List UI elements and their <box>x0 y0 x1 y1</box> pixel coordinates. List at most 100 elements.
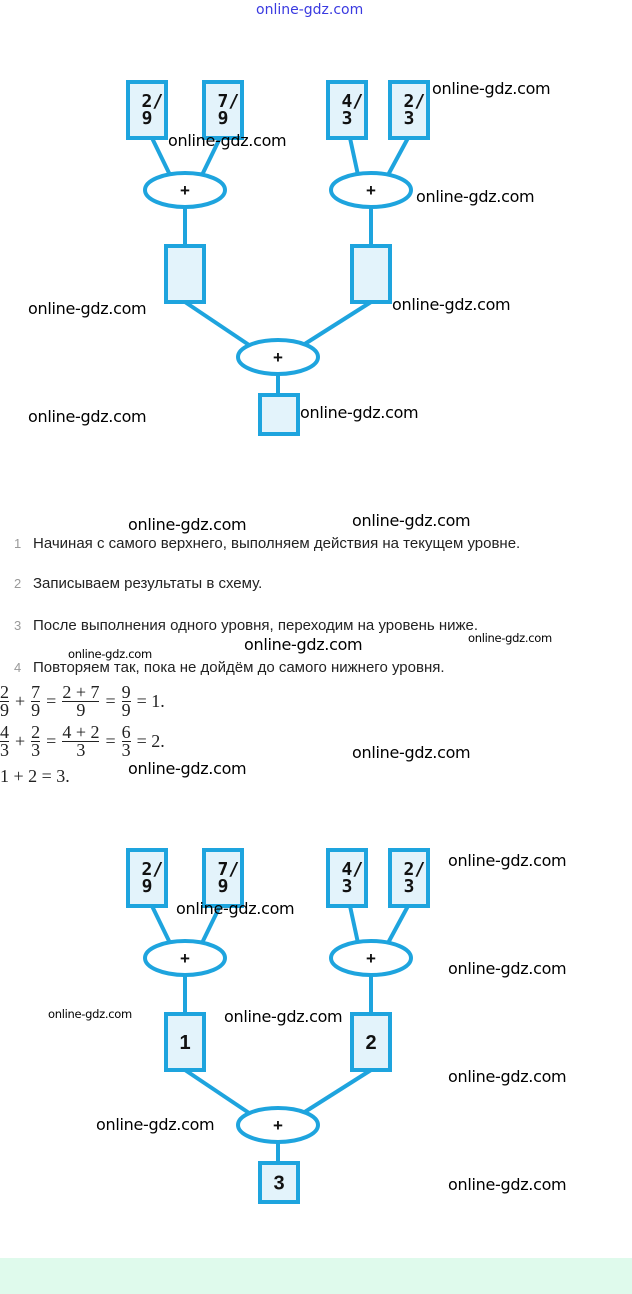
connector-line <box>298 1068 373 1117</box>
step-number: 2 <box>14 576 22 591</box>
input-fraction: 2/9 <box>128 82 166 138</box>
fraction-box <box>202 80 244 140</box>
fraction-value: 2/9 <box>141 859 164 897</box>
connector-line <box>348 137 360 176</box>
result-box <box>258 1161 300 1204</box>
fraction-value: 2/9 <box>141 91 164 129</box>
connector-line <box>150 137 172 176</box>
input-fraction: 2/9 <box>128 850 166 906</box>
connector-line <box>348 905 360 944</box>
fraction-box <box>388 80 430 140</box>
expression-tree-empty: + + + <box>126 80 430 436</box>
fraction-value: 4/3 <box>341 859 364 897</box>
step-1: 1 Начиная с самого верхнего, выполняем де… <box>14 535 520 552</box>
denominator: 3 <box>31 740 41 760</box>
result-value: 2 <box>365 1032 376 1054</box>
watermark: online-gdz.com <box>176 899 295 918</box>
denominator: 3 <box>0 740 9 760</box>
result-value: 3 <box>273 1173 284 1195</box>
site-link[interactable]: online-gdz.com <box>256 2 364 18</box>
fraction-box <box>326 80 368 140</box>
watermark: online-gdz.com <box>28 299 147 318</box>
result-box <box>350 1012 392 1072</box>
operator-oval <box>143 171 227 209</box>
numerator: 2 <box>31 722 41 742</box>
fraction-box <box>202 848 244 908</box>
fraction-value: 2/3 <box>403 91 426 129</box>
footer-band <box>0 1258 632 1294</box>
final-sum: 1 + 2 = 3. <box>0 766 70 786</box>
watermark: online-gdz.com <box>300 403 419 422</box>
operator-oval <box>329 939 413 977</box>
input-fraction: 2/3 <box>390 850 428 906</box>
watermark: online-gdz.com <box>448 851 567 870</box>
denominator: 9 <box>121 700 131 720</box>
watermark: online-gdz.com <box>352 743 471 762</box>
watermark: online-gdz.com <box>448 959 567 978</box>
input-fraction: 7/9 <box>204 82 242 138</box>
numerator: 2 + 7 <box>62 682 100 702</box>
watermark: online-gdz.com <box>468 631 552 645</box>
watermark: online-gdz.com <box>28 407 147 426</box>
operator-sign: + <box>273 1116 283 1135</box>
watermark: online-gdz.com <box>392 295 511 314</box>
step-number: 3 <box>14 618 22 633</box>
operator-sign: + <box>273 348 283 367</box>
connector-line <box>150 905 172 944</box>
watermark: online-gdz.com <box>224 1007 343 1026</box>
step-text: Начиная с самого верхнего, выполняем дей… <box>33 535 521 552</box>
denominator: 9 <box>31 700 41 720</box>
step-4: 4 Повторяем так, пока не дойдём до самого… <box>14 659 445 676</box>
numerator: 9 <box>121 682 131 702</box>
connector-line <box>298 300 373 349</box>
fraction-box <box>326 848 368 908</box>
step-2: 2 Записываем результаты в схему. <box>14 575 262 592</box>
input-fraction: 2/3 <box>390 82 428 138</box>
numerator: 7 <box>31 682 41 702</box>
operator-sign: + <box>180 181 190 200</box>
watermark: online-gdz.com <box>448 1067 567 1086</box>
watermark: online-gdz.com <box>68 647 152 661</box>
step-text: Повторяем так, пока не дойдём до самого … <box>33 659 445 676</box>
numerator: 6 <box>121 722 131 742</box>
connector-line <box>386 905 410 944</box>
connector-line <box>386 137 410 176</box>
watermark: online-gdz.com <box>96 1115 215 1134</box>
watermark: online-gdz.com <box>128 515 247 534</box>
operator-sign: + <box>366 949 376 968</box>
result: = 1. <box>136 691 165 711</box>
step-text: После выполнения одного уровня, переходи… <box>33 617 479 634</box>
operator-oval <box>236 1106 320 1144</box>
operator-oval <box>143 939 227 977</box>
input-fraction: 4/3 <box>328 82 366 138</box>
watermark: online-gdz.com <box>168 131 287 150</box>
fraction-value: 4/3 <box>341 91 364 129</box>
watermark: online-gdz.com <box>244 635 363 654</box>
result: = 2. <box>136 731 165 751</box>
watermark: online-gdz.com <box>416 187 535 206</box>
solution-line-3: 1 + 2 = 3. <box>0 766 70 787</box>
fraction-value: 7/9 <box>217 91 240 129</box>
denominator: 3 <box>121 740 131 760</box>
connector-line <box>183 300 257 351</box>
denominator: 9 <box>0 700 9 720</box>
denominator: 3 <box>76 740 86 760</box>
connector-line <box>200 137 222 176</box>
operator-oval <box>329 171 413 209</box>
step-number: 1 <box>14 536 22 551</box>
fraction-box <box>126 848 168 908</box>
denominator: 9 <box>76 700 86 720</box>
step-text: Записываем результаты в схему. <box>33 575 263 592</box>
fraction-box <box>388 848 430 908</box>
fraction-box <box>126 80 168 140</box>
connector-line <box>200 905 222 944</box>
operator-sign: + <box>366 181 376 200</box>
result-box <box>164 244 206 304</box>
step-number: 4 <box>14 660 22 675</box>
result-box <box>258 393 300 436</box>
result-box <box>350 244 392 304</box>
fraction-value: 7/9 <box>217 859 240 897</box>
